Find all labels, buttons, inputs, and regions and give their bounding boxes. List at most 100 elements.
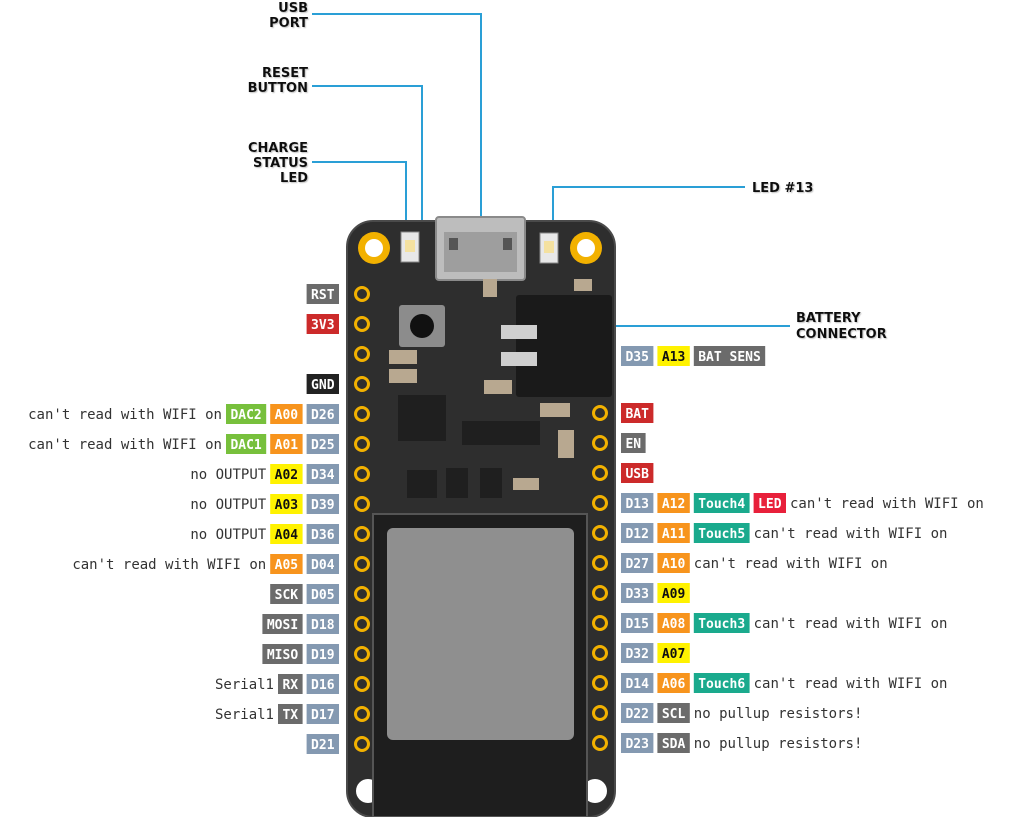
label-text: BAT <box>625 407 649 422</box>
esp32-shield-can <box>387 528 574 740</box>
right-pin-6-note: can't read with WIFI on <box>694 556 888 572</box>
label-box <box>270 554 303 574</box>
label-box <box>306 584 339 604</box>
right-pad-2 <box>592 435 608 451</box>
chip-small-3 <box>407 470 437 498</box>
passive-5 <box>558 430 574 458</box>
left-pin-5-label-dac2: DAC2 <box>226 404 267 424</box>
charge-led-line <box>312 161 407 232</box>
chip-small-5 <box>480 468 502 498</box>
left-pin-10-label-a05: A05 <box>270 554 303 574</box>
usb-connector-slot-right <box>503 238 512 250</box>
left-pin-6-label-dac1: DAC1 <box>226 434 267 454</box>
passive-4 <box>540 403 570 417</box>
passive-2 <box>389 369 417 383</box>
label-text: MISO <box>267 648 298 663</box>
label-box <box>753 493 786 513</box>
label-box <box>693 346 766 366</box>
left-pin-16-label-d21: D21 <box>306 734 339 754</box>
right-pin-8-label-d15: D15 <box>621 613 654 633</box>
charge-led-label-3: LED <box>280 171 308 186</box>
left-pad-9 <box>354 526 370 542</box>
feather-board <box>346 216 616 817</box>
label-box <box>262 644 303 664</box>
pin-pads <box>354 286 608 752</box>
label-box <box>621 613 654 633</box>
label-box <box>270 494 303 514</box>
led13-lens <box>544 241 554 253</box>
right-pin-9-label-a07: A07 <box>657 643 690 663</box>
left-pad-14 <box>354 676 370 692</box>
label-text: D35 <box>625 350 648 365</box>
right-pin-1-label-bat: BAT <box>621 403 654 423</box>
right-pin-5-note: can't read with WIFI on <box>754 526 948 542</box>
right-pin-4-label-a12: A12 <box>657 493 690 513</box>
label-text: D13 <box>625 497 648 512</box>
label-box <box>657 613 690 633</box>
label-box <box>621 433 646 453</box>
battery-sense-label-bat-sens: BAT SENS <box>693 346 766 366</box>
label-text: DAC1 <box>230 438 261 453</box>
label-text: D32 <box>625 647 648 662</box>
label-text: TX <box>282 708 298 723</box>
label-box <box>657 346 690 366</box>
left-pin-13-label-d19: D19 <box>306 644 339 664</box>
left-pin-8-note: no OUTPUT <box>190 497 266 513</box>
label-box <box>306 494 339 514</box>
label-text: D26 <box>311 408 335 423</box>
label-box <box>306 554 339 574</box>
label-box <box>306 704 339 724</box>
battery-connector-label-1: BATTERY <box>796 311 861 326</box>
left-pin-11-label-d05: D05 <box>306 584 339 604</box>
left-pin-10-note: can't read with WIFI on <box>72 557 266 573</box>
left-pin-1-label-rst: RST <box>306 284 339 304</box>
label-box <box>306 614 339 634</box>
left-pad-2 <box>354 316 370 332</box>
label-text: DAC2 <box>230 408 261 423</box>
passive-7 <box>483 279 497 297</box>
label-box <box>306 314 339 334</box>
label-text: Touch4 <box>698 497 745 512</box>
right-pad-12 <box>592 735 608 751</box>
right-pin-3-label-usb: USB <box>621 463 654 483</box>
label-box <box>226 434 267 454</box>
left-pin-12-label-d18: D18 <box>306 614 339 634</box>
label-text: EN <box>625 437 641 452</box>
charge-status-led-lens <box>405 240 415 252</box>
right-pin-5-label-touch5: Touch5 <box>693 523 750 543</box>
left-pad-16 <box>354 736 370 752</box>
label-box <box>306 674 339 694</box>
right-pin-4-label-touch4: Touch4 <box>693 493 750 513</box>
label-box <box>693 673 750 693</box>
label-text: A02 <box>275 468 298 483</box>
label-text: A04 <box>275 528 299 543</box>
right-pin-5-label-d12: D12 <box>621 523 654 543</box>
left-pad-8 <box>354 496 370 512</box>
label-text: A07 <box>662 647 685 662</box>
label-text: MOSI <box>267 618 298 633</box>
left-pad-15 <box>354 706 370 722</box>
right-pin-9-label-d32: D32 <box>621 643 654 663</box>
label-text: SCK <box>275 588 299 603</box>
label-text: D36 <box>311 528 335 543</box>
chip-regulator <box>398 395 446 441</box>
label-box <box>306 434 339 454</box>
label-box <box>657 493 690 513</box>
label-text: RX <box>282 678 298 693</box>
label-text: A09 <box>662 587 685 602</box>
label-text: D21 <box>311 738 335 753</box>
led13-line <box>552 186 745 233</box>
usb-connector-slot-left <box>449 238 458 250</box>
label-box <box>621 583 654 603</box>
label-text: BAT SENS <box>698 350 761 365</box>
right-pin-10-label-a06: A06 <box>657 673 690 693</box>
charge-led-label-1: CHARGE <box>248 141 308 156</box>
left-pin-14-label-rx: RX <box>278 674 303 694</box>
label-text: SDA <box>662 737 686 752</box>
left-pin-6-label-d25: D25 <box>306 434 339 454</box>
label-text: RST <box>311 288 335 303</box>
label-text: 3V3 <box>311 318 334 333</box>
